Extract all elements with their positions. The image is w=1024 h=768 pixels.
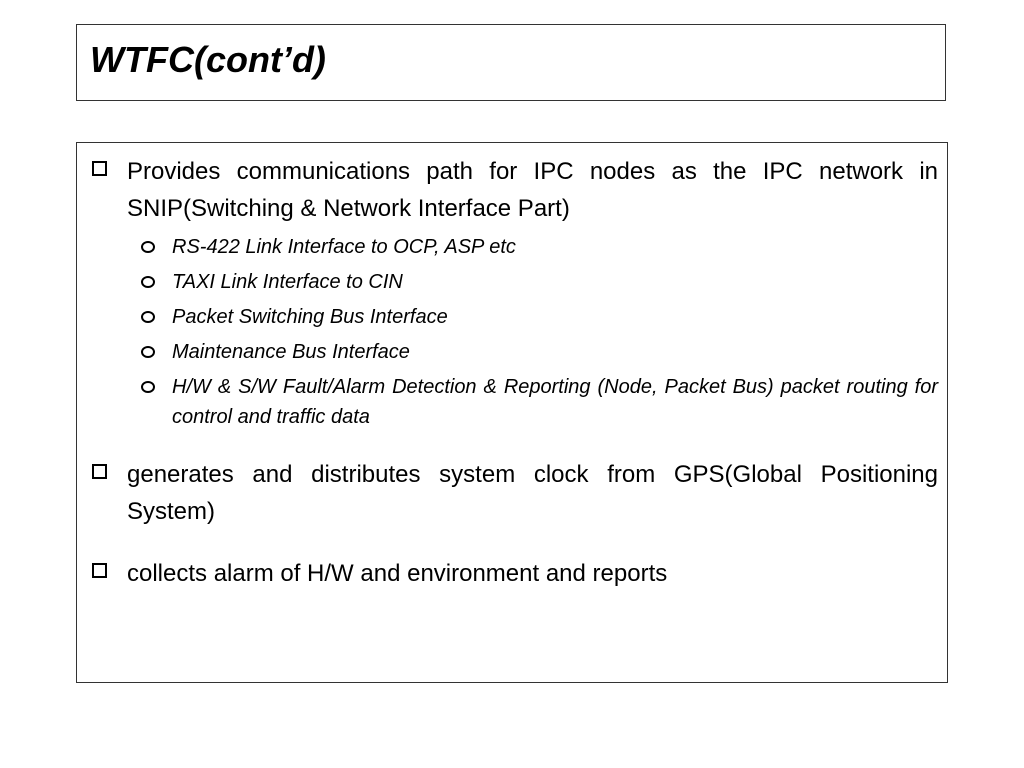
bullet-text: generates and distributes system clock f… — [127, 461, 938, 525]
sub-bullet-text: RS-422 Link Interface to OCP, ASP etc — [172, 236, 516, 258]
sub-bullet-text: TAXI Link Interface to CIN — [172, 271, 403, 293]
sub-bullet-item: RS-422 Link Interface to OCP, ASP etc — [127, 232, 938, 262]
bullet-item: generates and distributes system clock f… — [92, 456, 938, 530]
square-bullet-icon — [92, 464, 107, 479]
circle-bullet-icon — [141, 241, 155, 253]
square-bullet-icon — [92, 563, 107, 578]
square-bullet-icon — [92, 161, 107, 176]
sub-bullet-text: Packet Switching Bus Interface — [172, 306, 448, 328]
circle-bullet-icon — [141, 311, 155, 323]
sub-bullet-item: Packet Switching Bus Interface — [127, 302, 938, 332]
circle-bullet-icon — [141, 346, 155, 358]
circle-bullet-icon — [141, 381, 155, 393]
sub-bullet-item: TAXI Link Interface to CIN — [127, 267, 938, 297]
title-box: WTFC(cont’d) — [76, 24, 946, 101]
bullet-text: collects alarm of H/W and environment an… — [127, 560, 668, 587]
circle-bullet-icon — [141, 276, 155, 288]
sub-bullet-text: H/W & S/W Fault/Alarm Detection & Report… — [172, 376, 938, 428]
sub-bullet-text: Maintenance Bus Interface — [172, 341, 410, 363]
slide-title: WTFC(cont’d) — [90, 39, 326, 80]
bullet-item: Provides communications path for IPC nod… — [92, 153, 938, 227]
sub-bullet-item: H/W & S/W Fault/Alarm Detection & Report… — [127, 372, 938, 432]
bullet-item: collects alarm of H/W and environment an… — [92, 555, 938, 592]
bullet-text: Provides communications path for IPC nod… — [127, 158, 938, 222]
sub-bullet-item: Maintenance Bus Interface — [127, 337, 938, 367]
content-box: Provides communications path for IPC nod… — [76, 142, 948, 683]
